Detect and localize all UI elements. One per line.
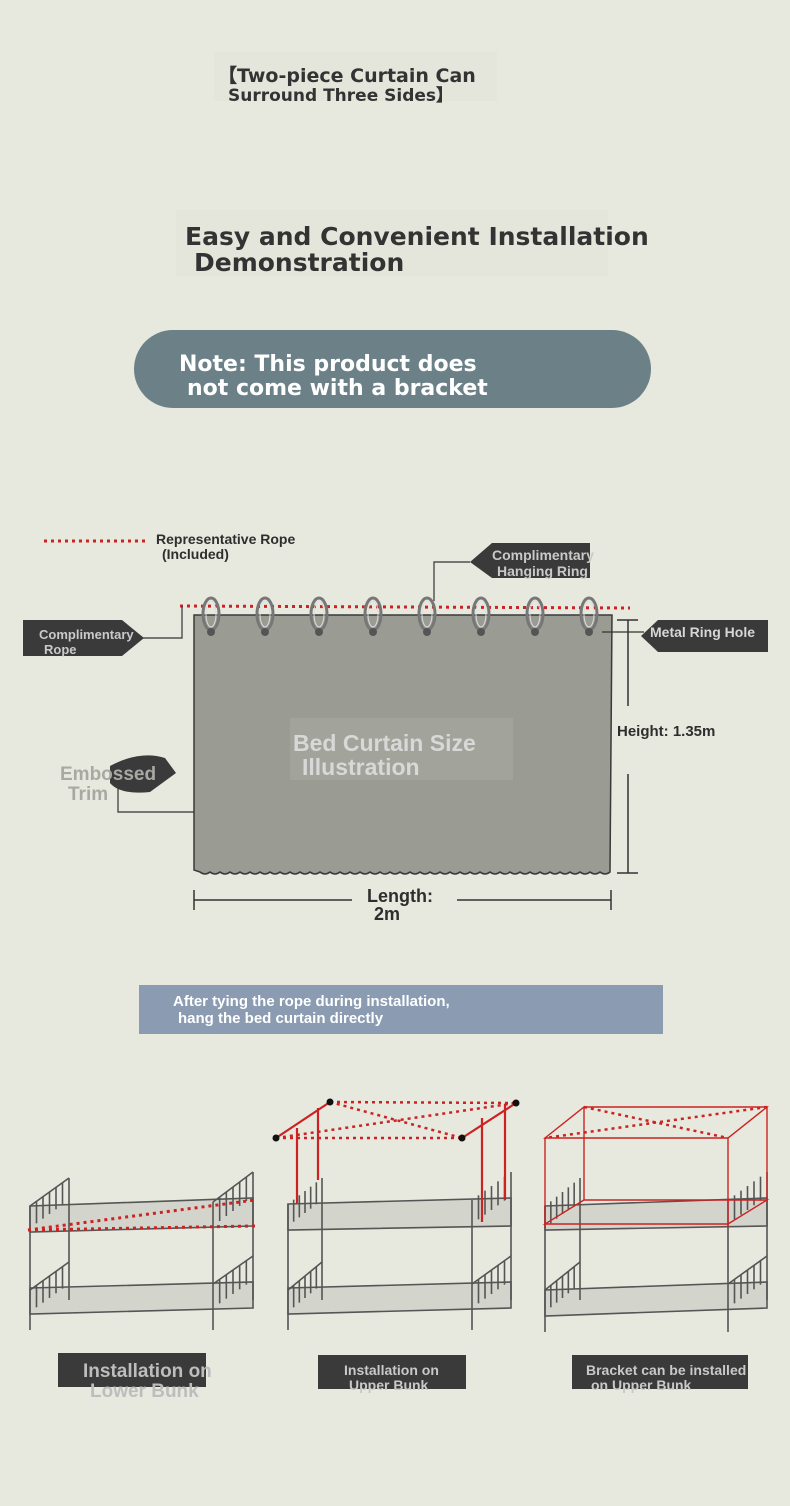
curtain-label-box [290,718,513,780]
metal-ring-hole [423,628,431,636]
embossed-label-1: Embossed [60,764,157,785]
hanging-ring-highlight [475,600,487,628]
hanging-ring-highlight [367,600,379,628]
bunk-upper-install [272,1098,520,1330]
hanging-ring-label-2: Hanging Ring [497,563,588,579]
hanging-rings [201,596,599,636]
embossed-tag [110,755,176,793]
rope-tag-label-1: Complimentary [39,627,134,642]
metal-ring-hole [531,628,539,636]
rope-legend-label-2: (Included) [162,546,229,562]
top-rope [179,604,631,610]
metal-ring-hole [477,628,485,636]
instruction-line-1: After tying the rope during installation… [173,993,450,1010]
instruction-banner [139,985,663,1034]
bunk-bracket-install [542,1105,770,1332]
bunk-caption-box-2 [318,1355,466,1389]
length-label-2: 2m [374,904,401,924]
metal-ring-hole [207,628,215,636]
metal-ring-hole [369,628,377,636]
rope-tag-label-2: Rope [44,642,77,657]
bunk-caption-box-3 [572,1355,748,1389]
hanging-ring-label-1: Complimentary [492,547,594,563]
bunk-caption-1-line-1: Installation on [83,1361,212,1382]
hanging-ring-highlight [205,600,217,628]
rope-tag [23,620,144,656]
curtain-label-1: Bed Curtain Size [293,730,476,756]
section-title-line-1: Easy and Convenient Installation [185,222,649,251]
hanging-ring-highlight [421,600,433,628]
length-label-1: Length: [367,886,433,906]
hanging-ring-highlight [313,600,325,628]
hanging-ring-tag [470,543,590,578]
bunk-caption-3-line-2: on Upper Bunk [591,1377,692,1393]
embossed-label-2: Trim [68,784,109,805]
rope-legend-label-1: Representative Rope [156,531,296,547]
metal-ring-hole [261,628,269,636]
hanging-ring-leader [433,561,470,601]
note-pill [134,330,651,408]
bunk-caption-box-1 [58,1353,206,1387]
hanging-ring-highlight [259,600,271,628]
hanging-ring-highlight [529,600,541,628]
header-banner [214,52,497,101]
instruction-line-2: hang the bed curtain directly [178,1010,384,1027]
embossed-leader [117,788,194,813]
metal-ring-hole [315,628,323,636]
metal-ring-hole-tag [641,620,768,652]
section-title-box [176,210,608,276]
curtain-label-2: Illustration [302,754,420,780]
header-line-1: 【Two-piece Curtain Can [218,65,476,87]
bunk-caption-2-line-2: Upper Bunk [349,1377,429,1393]
header-line-2: Surround Three Sides】 [228,86,454,106]
bunk-lower-install [27,1171,256,1330]
hanging-ring-highlight [583,600,595,628]
metal-ring-hole [585,628,593,636]
note-line-2: not come with a bracket [187,376,488,401]
section-title-line-2: Demonstration [194,248,405,277]
metal-ring-hole-label: Metal Ring Hole [650,624,756,640]
bunk-caption-3-line-1: Bracket can be installed [586,1362,747,1378]
note-line-1: Note: This product does [179,352,477,377]
height-label: Height: 1.35m [617,723,716,740]
bunk-caption-2-line-1: Installation on [344,1362,439,1378]
bunk-caption-1-line-2: Lower Bunk [90,1381,199,1402]
rope-leader [140,606,183,639]
